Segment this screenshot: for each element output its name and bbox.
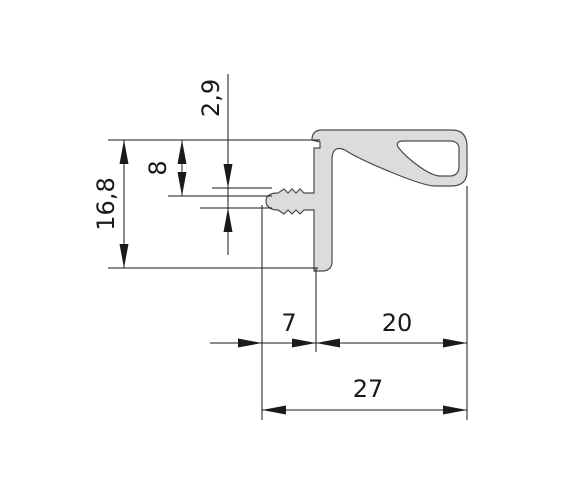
arrow-height-bottom [119, 244, 129, 268]
arrow-20-right [443, 338, 467, 348]
arrow-slot-top [223, 164, 233, 188]
arrow-20-left [316, 338, 340, 348]
profile-hollow-chamber [396, 140, 460, 177]
arrow-height-top [119, 140, 129, 164]
dim-label-left-part-width: 7 [281, 309, 296, 337]
dim-label-overall-height: 16,8 [92, 177, 120, 230]
arrow-slot-bottom [223, 208, 233, 232]
arrow-27-left [262, 405, 286, 415]
arrow-7-left [238, 338, 262, 348]
arrow-27-right [443, 405, 467, 415]
arrow-offset-bottom [177, 172, 187, 196]
dim-label-total-width: 27 [353, 375, 384, 403]
dim-label-right-part-width: 20 [382, 309, 413, 337]
arrow-offset-top [177, 140, 187, 164]
dim-label-slot-offset: 8 [144, 160, 172, 175]
arrow-7-right [292, 338, 316, 348]
dim-label-slot-width: 2,9 [197, 79, 225, 117]
